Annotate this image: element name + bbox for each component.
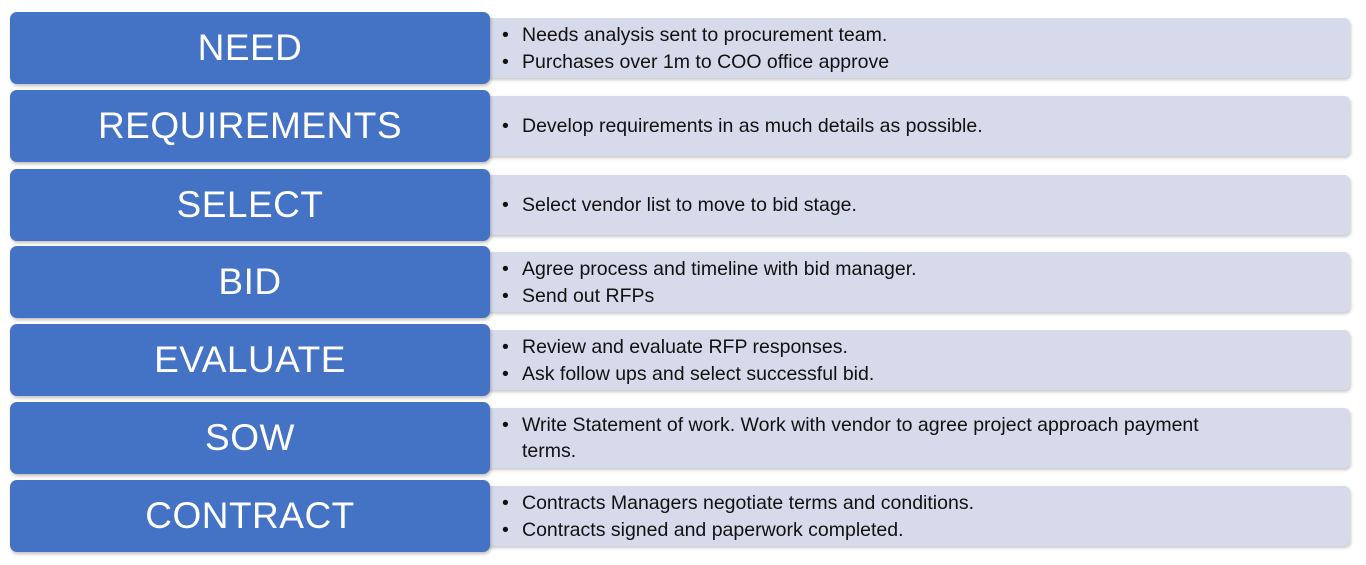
- stage-row-sow: Write Statement of work. Work with vendo…: [0, 402, 1366, 474]
- stage-detail-evaluate: Review and evaluate RFP responses. Ask f…: [470, 330, 1350, 390]
- stage-label-contract: CONTRACT: [10, 480, 490, 552]
- bullet-list: Contracts Managers negotiate terms and c…: [502, 488, 1330, 545]
- stage-row-select: Select vendor list to move to bid stage.…: [0, 169, 1366, 241]
- stage-detail-need: Needs analysis sent to procurement team.…: [470, 18, 1350, 78]
- bullet-item: Review and evaluate RFP responses.: [502, 335, 1330, 359]
- bullet-item: Agree process and timeline with bid mana…: [502, 257, 1330, 281]
- stage-row-bid: Agree process and timeline with bid mana…: [0, 246, 1366, 318]
- stage-detail-requirements: Develop requirements in as much details …: [470, 96, 1350, 156]
- stage-detail-select: Select vendor list to move to bid stage.: [470, 175, 1350, 235]
- bullet-list: Develop requirements in as much details …: [502, 111, 1330, 141]
- bullet-list: Review and evaluate RFP responses. Ask f…: [502, 332, 1330, 389]
- bullet-item: Select vendor list to move to bid stage.: [502, 193, 1330, 217]
- stage-row-evaluate: Review and evaluate RFP responses. Ask f…: [0, 324, 1366, 396]
- bullet-item: Write Statement of work. Work with vendo…: [502, 412, 1222, 464]
- stage-label-bid: BID: [10, 246, 490, 318]
- stage-row-need: Needs analysis sent to procurement team.…: [0, 12, 1366, 84]
- stage-detail-bid: Agree process and timeline with bid mana…: [470, 252, 1350, 312]
- bullet-list: Write Statement of work. Work with vendo…: [502, 412, 1330, 464]
- bullet-item: Needs analysis sent to procurement team.: [502, 23, 1330, 47]
- stage-label-sow: SOW: [10, 402, 490, 474]
- stage-detail-sow: Write Statement of work. Work with vendo…: [470, 408, 1350, 468]
- stage-label-select: SELECT: [10, 169, 490, 241]
- bullet-item: Contracts Managers negotiate terms and c…: [502, 491, 1330, 515]
- stage-detail-contract: Contracts Managers negotiate terms and c…: [470, 486, 1350, 546]
- bullet-item: Ask follow ups and select successful bid…: [502, 362, 1330, 386]
- bullet-item: Develop requirements in as much details …: [502, 114, 1330, 138]
- stage-row-requirements: Develop requirements in as much details …: [0, 90, 1366, 162]
- stage-row-contract: Contracts Managers negotiate terms and c…: [0, 480, 1366, 552]
- bullet-list: Agree process and timeline with bid mana…: [502, 254, 1330, 311]
- bullet-list: Needs analysis sent to procurement team.…: [502, 20, 1330, 77]
- stage-label-requirements: REQUIREMENTS: [10, 90, 490, 162]
- bullet-item: Contracts signed and paperwork completed…: [502, 518, 1330, 542]
- bullet-item: Send out RFPs: [502, 284, 1330, 308]
- stage-label-need: NEED: [10, 12, 490, 84]
- bullet-item: Purchases over 1m to COO office approve: [502, 50, 1330, 74]
- bullet-list: Select vendor list to move to bid stage.: [502, 190, 1330, 220]
- stage-label-evaluate: EVALUATE: [10, 324, 490, 396]
